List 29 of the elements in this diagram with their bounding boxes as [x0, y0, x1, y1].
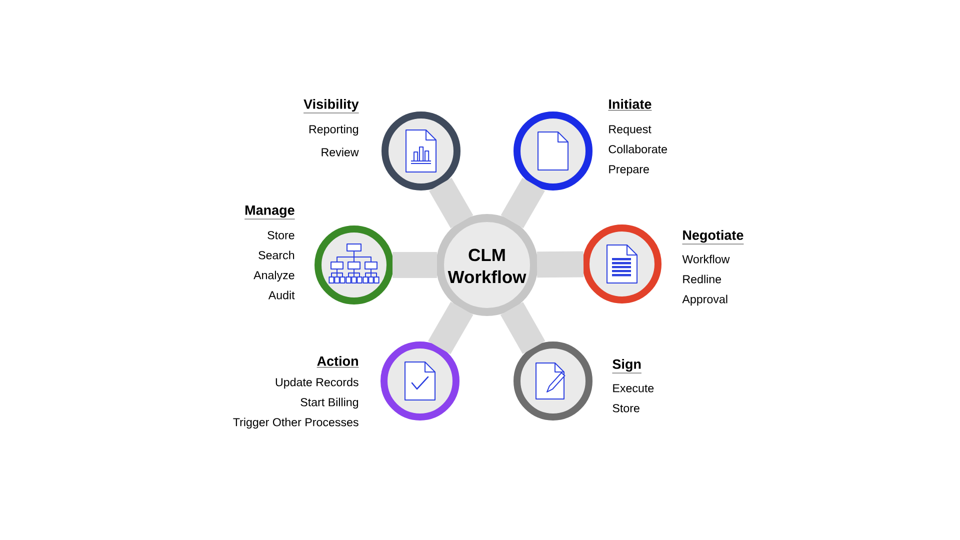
list-item: Store: [268, 231, 294, 240]
connector: [428, 302, 474, 354]
list-item: Trigger Other Processes: [233, 418, 358, 429]
list-item: Redline: [683, 274, 722, 284]
heading: Visibility: [303, 99, 359, 114]
list-item: Review: [322, 148, 359, 156]
heading: Initiate: [608, 99, 652, 111]
list-item: Analyze: [254, 270, 294, 282]
connector: [392, 252, 437, 278]
heading: Action: [316, 356, 359, 368]
list-item: Start Billing: [300, 398, 358, 409]
connector: [500, 302, 546, 354]
connector: [429, 178, 474, 228]
list-item: Reporting: [309, 124, 358, 136]
heading: Manage: [244, 206, 295, 220]
heading: Negotiate: [682, 230, 744, 244]
list-item: Collaborate: [608, 144, 667, 154]
list-item: Execute: [613, 384, 654, 392]
connector: [536, 251, 584, 278]
list-item: Store: [612, 404, 640, 412]
connector: [500, 178, 545, 228]
list-item: Approval: [682, 294, 728, 306]
list-item: Prepare: [609, 165, 649, 176]
list-item: Workflow: [682, 254, 730, 264]
heading: Sign: [612, 359, 642, 374]
list-item: Audit: [268, 290, 295, 300]
list-item: Request: [609, 125, 652, 136]
list-item: Update Records: [276, 378, 358, 389]
list-item: Search: [258, 250, 294, 260]
